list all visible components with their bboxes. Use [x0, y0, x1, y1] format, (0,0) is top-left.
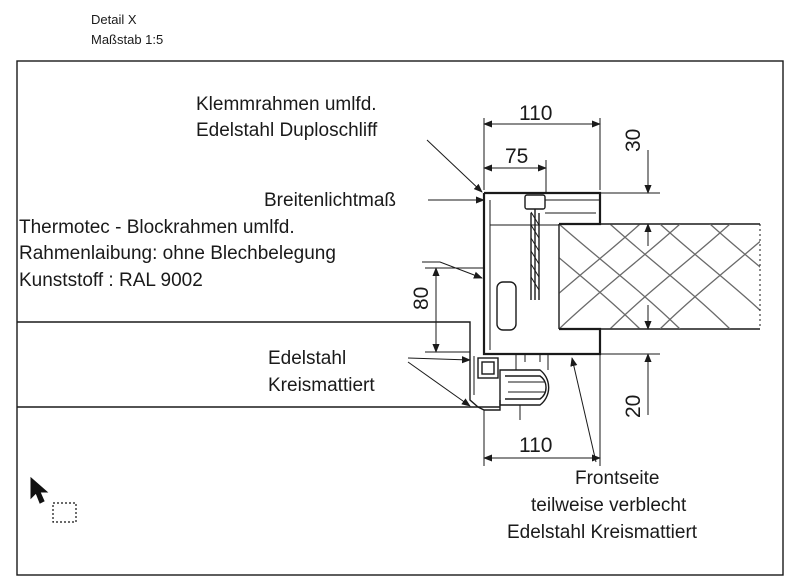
- dim-top-width: 110: [519, 102, 552, 125]
- dimension-bottom-110: [483, 354, 601, 466]
- dim-left-height: 80: [410, 287, 433, 310]
- dimension-30: [600, 150, 660, 246]
- dim-bottom-height: 20: [622, 395, 645, 418]
- dim-bottom-width: 110: [519, 434, 552, 457]
- insulation-panel: [558, 223, 761, 330]
- label-frontseite-3: Edelstahl Kreismattiert: [507, 522, 698, 543]
- dim-top-height: 30: [622, 129, 645, 152]
- label-klemmrahmen-1: Klemmrahmen umlfd.: [196, 94, 377, 115]
- label-frontseite-1: Frontseite: [575, 468, 659, 489]
- dimension-20: [600, 305, 660, 415]
- arrow-cursor-icon: [30, 476, 77, 523]
- label-edelstahl-1: Edelstahl: [268, 348, 346, 369]
- detail-title: Detail X: [91, 12, 137, 27]
- label-thermotec-2: Rahmenlaibung: ohne Blechbelegung: [19, 243, 336, 264]
- frame-profile: [469, 191, 602, 420]
- label-thermotec-1: Thermotec - Blockrahmen umlfd.: [19, 217, 295, 238]
- leader-lines: [407, 139, 597, 463]
- dimension-75: [483, 160, 547, 192]
- label-frontseite-2: teilweise verblecht: [531, 495, 687, 516]
- scale-label: Maßstab 1:5: [91, 32, 163, 47]
- dimension-80: [425, 267, 484, 353]
- wall-lines: [17, 321, 500, 408]
- label-thermotec-3: Kunststoff : RAL 9002: [19, 270, 203, 291]
- drawing-frame: [16, 60, 784, 576]
- label-breitenlichtmass: Breitenlichtmaß: [264, 190, 396, 211]
- label-edelstahl-2: Kreismattiert: [268, 375, 375, 396]
- label-klemmrahmen-2: Edelstahl Duploschliff: [196, 120, 378, 141]
- dim-inner-width: 75: [505, 145, 528, 168]
- dimension-top-110: [483, 118, 601, 190]
